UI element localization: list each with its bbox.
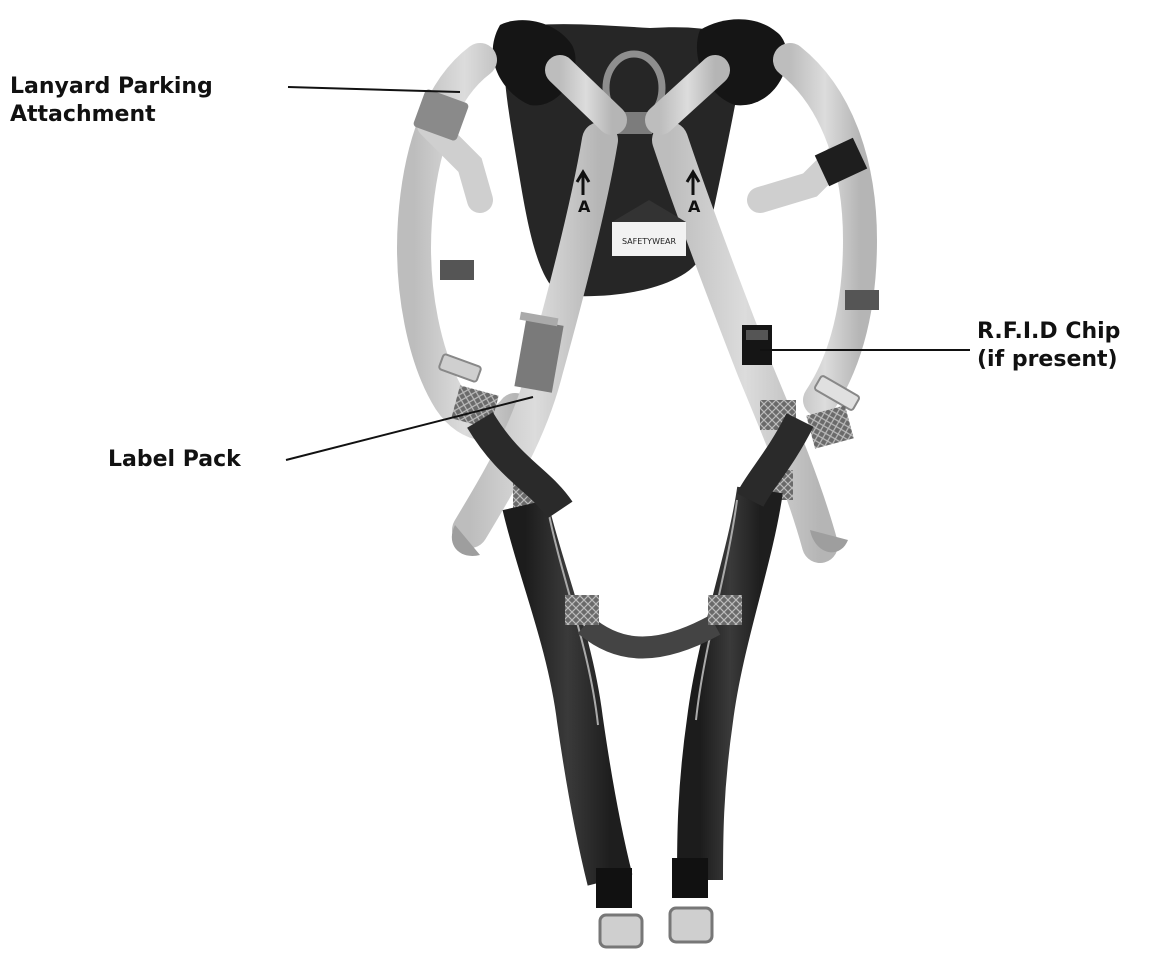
callout-label-pack-text: Label Pack <box>108 446 241 474</box>
right-leg-strap <box>700 490 760 880</box>
callout-lanyard-line2: Attachment <box>10 101 213 129</box>
callout-rfid-line2: (if present) <box>977 346 1120 374</box>
sub-pelvic-strap <box>585 625 715 648</box>
backplate-print: SAFETYWEAR <box>622 237 677 246</box>
callout-rfid-chip: R.F.I.D Chip (if present) <box>977 318 1120 374</box>
left-leg-strap <box>525 505 610 880</box>
callout-rfid-line1: R.F.I.D Chip <box>977 318 1120 346</box>
callout-lanyard-parking: Lanyard Parking Attachment <box>10 73 213 129</box>
left-leg-buckle <box>600 915 642 947</box>
callout-lanyard-line1: Lanyard Parking <box>10 73 213 101</box>
callout-label-pack: Label Pack <box>108 446 241 474</box>
arrow-letter-right: A <box>688 197 701 216</box>
right-leg-buckle <box>670 908 712 942</box>
arrow-letter-left: A <box>578 197 591 216</box>
